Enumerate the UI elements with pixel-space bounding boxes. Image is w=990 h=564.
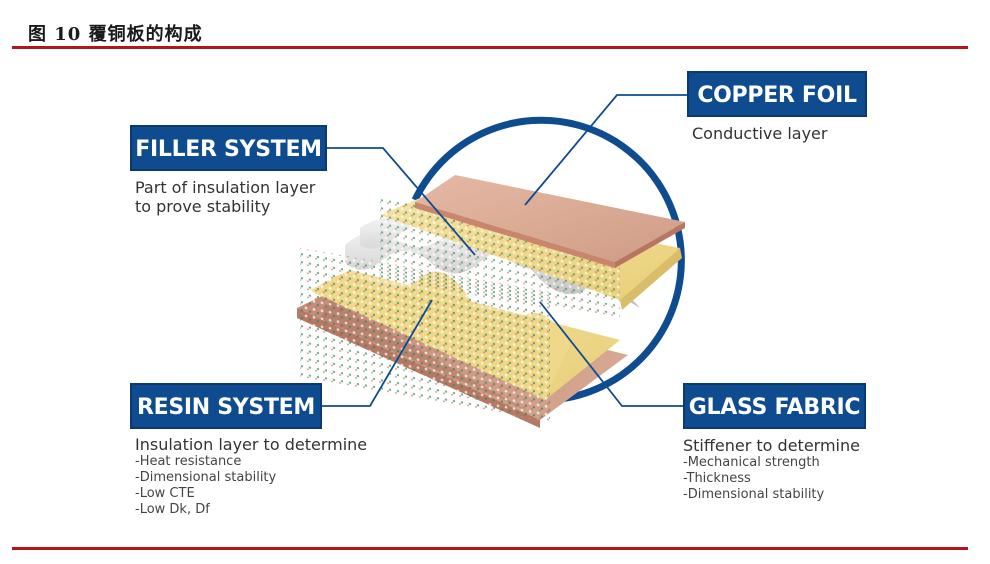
- copper-foil-desc-text: Conductive layer: [692, 124, 828, 143]
- glass-fabric-description: Stiffener to determine -Mechanical stren…: [683, 436, 860, 503]
- resin-system-item: -Dimensional stability: [135, 470, 277, 485]
- focus-circle: [411, 116, 685, 404]
- copper-foil-label: COPPER FOIL: [687, 71, 867, 117]
- filler-system-label: FILLER SYSTEM: [130, 125, 327, 171]
- filler-system-desc-line1: Part of insulation layer: [135, 178, 316, 197]
- copper-foil-description: Conductive layer: [692, 124, 827, 143]
- filler-system-connector: [327, 147, 476, 256]
- top-copper-foil: [415, 175, 685, 268]
- resin-system-label: RESIN SYSTEM: [130, 383, 322, 429]
- glass-fabric-desc-text: Stiffener to determine: [683, 436, 860, 455]
- copper-foil-connector: [524, 94, 688, 206]
- glass-fabric-item: -Mechanical strength: [683, 455, 820, 470]
- filler-system-desc-line2: to prove stability: [135, 197, 271, 216]
- resin-system-item: -Low CTE: [135, 486, 195, 501]
- figure-title: 图 10 覆铜板的构成: [28, 24, 203, 45]
- top-rule: [12, 46, 968, 49]
- glass-fabric-label: GLASS FABRIC: [683, 383, 866, 429]
- filler-particles: [300, 197, 620, 422]
- bottom-rule: [12, 547, 968, 550]
- connector-lines: [322, 94, 688, 407]
- filler-system-description: Part of insulation layer to prove stabil…: [135, 178, 315, 216]
- resin-system-item: -Low Dk, Df: [135, 502, 210, 517]
- glass-fabric-item: -Dimensional stability: [683, 487, 825, 502]
- resin-system-item: -Heat resistance: [135, 454, 242, 469]
- resin-system-description: Insulation layer to determine -Heat resi…: [135, 435, 367, 518]
- glass-fabric-connector: [539, 301, 683, 407]
- resin-system-desc-text: Insulation layer to determine: [135, 435, 368, 454]
- resin-system-connector: [322, 299, 433, 407]
- glass-fabric-item: -Thickness: [683, 471, 751, 486]
